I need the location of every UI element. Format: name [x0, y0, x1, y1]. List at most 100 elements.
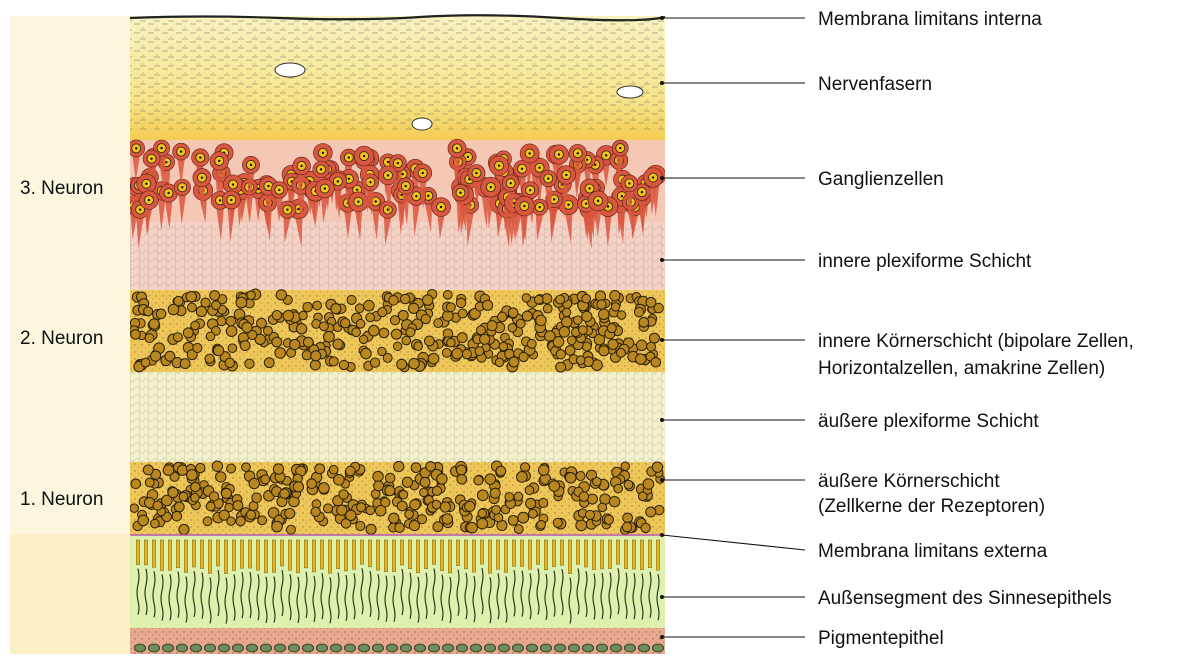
- bipolar-cell-nucleus: [191, 321, 200, 330]
- bipolar-cell-nucleus: [272, 310, 281, 319]
- bipolar-cell-nucleus: [361, 348, 372, 359]
- nucleolus: [605, 154, 607, 156]
- receptor-nucleus: [249, 478, 260, 489]
- neuron-band: [10, 16, 130, 534]
- receptor-nucleus: [593, 477, 601, 485]
- bipolar-cell-nucleus: [408, 303, 418, 313]
- nucleolus: [267, 185, 269, 187]
- label-innere-koernerschicht-line2: Horizontalzellen, amakrine Zellen): [818, 358, 1105, 379]
- inner-segment: [456, 540, 460, 566]
- bipolar-cell-nucleus: [212, 301, 221, 310]
- bipolar-cell-nucleus: [393, 342, 401, 350]
- receptor-nucleus: [440, 502, 450, 512]
- bipolar-cell-nucleus: [400, 294, 410, 304]
- receptor-nucleus: [145, 478, 154, 487]
- nucleolus: [357, 201, 359, 203]
- bipolar-cell-nucleus: [497, 312, 506, 321]
- inner-segment: [552, 540, 556, 567]
- bipolar-cell-nucleus: [341, 318, 350, 327]
- bipolar-cell-nucleus: [576, 356, 585, 365]
- receptor-nucleus: [285, 508, 295, 518]
- bipolar-cell-nucleus: [355, 304, 364, 313]
- inner-segment: [392, 540, 396, 572]
- inner-segment: [472, 540, 476, 572]
- receptor-nucleus: [187, 470, 198, 481]
- receptor-nucleus: [163, 465, 174, 476]
- inner-segment: [192, 540, 196, 567]
- neuron-label-3: 3. Neuron: [20, 178, 103, 199]
- nucleolus: [415, 195, 417, 197]
- receptor-nucleus: [203, 517, 212, 526]
- bipolar-cell-nucleus: [242, 322, 252, 332]
- inner-segment: [160, 540, 164, 571]
- bipolar-cell-nucleus: [553, 337, 564, 348]
- receptor-nucleus: [307, 479, 317, 489]
- bipolar-cell-nucleus: [480, 334, 490, 344]
- nucleolus: [523, 205, 525, 207]
- bipolar-cell-nucleus: [378, 308, 387, 317]
- inner-segment: [480, 540, 484, 564]
- nucleolus: [405, 185, 407, 187]
- receptor-nucleus: [518, 512, 529, 523]
- receptor-nucleus: [409, 520, 419, 530]
- bipolar-cell-nucleus: [240, 341, 250, 351]
- bipolar-cell-nucleus: [522, 311, 532, 321]
- pigment-cell: [569, 644, 580, 652]
- receptor-nucleus: [623, 513, 633, 523]
- receptor-nucleus: [399, 491, 407, 499]
- receptor-nucleus: [456, 465, 466, 475]
- inner-segment: [224, 540, 228, 574]
- bipolar-cell-nucleus: [534, 295, 543, 304]
- pigment-cell: [471, 644, 482, 652]
- inner-segment: [328, 540, 332, 573]
- pigment-cell: [499, 644, 510, 652]
- neuron-label-1: 1. Neuron: [20, 489, 103, 510]
- nucleolus: [199, 156, 201, 158]
- inner-segment: [448, 540, 452, 573]
- bipolar-cell-nucleus: [599, 309, 610, 320]
- nucleolus: [528, 152, 530, 154]
- inner-segment: [504, 540, 508, 572]
- nucleolus: [475, 172, 477, 174]
- receptor-nucleus: [643, 479, 654, 490]
- bipolar-cell-nucleus: [582, 342, 591, 351]
- bipolar-cell-nucleus: [516, 319, 525, 328]
- receptor-nucleus: [638, 492, 647, 501]
- receptor-nucleus: [565, 473, 576, 484]
- bipolar-cell-nucleus: [567, 336, 576, 345]
- nucleolus: [232, 183, 234, 185]
- inner-segment: [304, 540, 308, 568]
- receptor-nucleus: [576, 471, 585, 480]
- leader-dot: [660, 595, 664, 599]
- receptor-nucleus: [646, 507, 656, 517]
- receptor-nucleus: [467, 522, 478, 533]
- nucleolus: [427, 195, 429, 197]
- leader-membrana-limitans-externa: [662, 535, 805, 550]
- receptor-nucleus: [465, 501, 475, 511]
- bipolar-cell-nucleus: [562, 308, 570, 316]
- nucleolus: [628, 182, 630, 184]
- label-aeussere-plexiforme-schicht: äußere plexiforme Schicht: [818, 411, 1039, 432]
- bipolar-cell-nucleus: [264, 358, 274, 368]
- bipolar-cell-nucleus: [509, 357, 519, 367]
- bipolar-cell-nucleus: [183, 328, 193, 338]
- bipolar-cell-nucleus: [582, 294, 591, 303]
- inner-segment: [584, 540, 588, 567]
- inner-segment: [344, 540, 348, 571]
- pigment-cell: [331, 644, 342, 652]
- leader-dot: [660, 418, 664, 422]
- bipolar-cell-nucleus: [302, 351, 311, 360]
- nucleolus: [150, 158, 152, 160]
- bipolar-cell-nucleus: [617, 348, 626, 357]
- pigment-cell: [513, 644, 524, 652]
- bipolar-cell-nucleus: [369, 325, 380, 336]
- nucleolus: [145, 183, 147, 185]
- neuron-label-2: 2. Neuron: [20, 328, 103, 349]
- bipolar-cell-nucleus: [319, 322, 328, 331]
- inner-segment: [440, 540, 444, 571]
- bipolar-cell-nucleus: [196, 306, 206, 316]
- pigment-cell: [541, 644, 552, 652]
- receptor-nucleus: [280, 489, 290, 499]
- receptor-nucleus: [219, 510, 229, 520]
- receptor-nucleus: [529, 509, 538, 518]
